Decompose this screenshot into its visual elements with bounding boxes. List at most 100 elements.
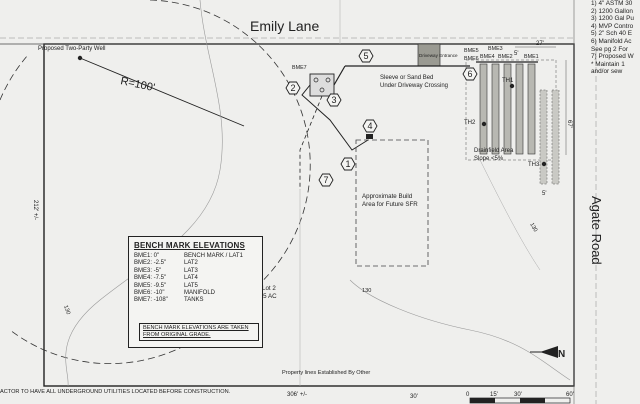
tank-riser	[325, 77, 331, 83]
sleeve-label-1: Sleeve or Sand Bed	[380, 75, 433, 81]
callout-2: 2	[290, 83, 295, 93]
build-area	[355, 139, 429, 267]
contour-line-3	[479, 159, 541, 271]
septic-tank	[309, 73, 335, 97]
bm7-label: BME7	[292, 65, 307, 71]
road-label-emily-lane: Emily Lane	[250, 18, 320, 34]
contour-label-130b: 130	[362, 288, 371, 294]
bench-mark-id: BME7: -108"	[134, 297, 168, 304]
callout-6: 6	[467, 69, 472, 79]
dim-27: 27'	[536, 41, 544, 47]
bench-mark-note: BENCH MARK ELEVATIONS ARE TAKEN FROM ORI…	[139, 323, 259, 341]
callout-7: 7	[323, 175, 328, 185]
bme5-label: BME5	[464, 48, 479, 54]
dim-5-bottom: 5'	[542, 191, 546, 197]
callout-4: 4	[367, 121, 372, 131]
bench-mark-row: BME6: -10" MANIFOLD	[134, 290, 257, 297]
scale-bar: 0 15' 30' 60'	[466, 392, 574, 404]
scale-0: 0	[466, 392, 470, 398]
construction-notes: 1) 4" ASTM 30 2) 1200 Gallon 3) 1200 Gal…	[591, 0, 640, 76]
sewer-line	[301, 84, 369, 151]
note-line: and/or sew	[591, 68, 623, 76]
radius-line	[79, 57, 245, 127]
radius-label: R=100'	[119, 75, 156, 94]
build-label-1: Approximate Build	[362, 193, 413, 200]
bme1-label: BME1	[524, 54, 539, 60]
dim-30-bottom: 30'	[410, 394, 418, 400]
bench-mark-desc: LAT3	[184, 267, 198, 274]
bench-mark-row: BME1: 0" BENCH MARK / LAT1	[134, 253, 257, 260]
note-line: 1) 4" ASTM 30	[591, 0, 633, 7]
road-label-agate-road: Agate Road	[589, 196, 604, 265]
bench-mark-desc: LAT5	[184, 282, 198, 289]
contour-label-130a: 130	[62, 305, 71, 316]
th1-label: TH1	[502, 78, 514, 84]
well-label: Proposed Two-Party Well	[38, 46, 105, 52]
drainfield-label-2: Slope <5%	[474, 156, 504, 162]
proposed-water-line	[299, 95, 323, 190]
th3-label: TH3	[528, 162, 540, 168]
note-line: 7) Proposed W	[591, 53, 634, 61]
bench-mark-row: BME7: -108" TANKS	[134, 297, 257, 304]
footer-note: ACTOR TO HAVE ALL UNDERGROUND UTILITIES …	[0, 389, 231, 395]
bench-mark-desc: MANIFOLD	[184, 290, 216, 297]
test-hole-th1	[509, 83, 515, 89]
driveway-label: Driveway Entrance	[419, 53, 458, 58]
callout-3: 3	[331, 95, 336, 105]
scale-15: 15'	[490, 392, 498, 398]
note-line: 4) MVP Contro	[591, 22, 634, 30]
lot-label: Lot 2	[262, 285, 276, 292]
test-hole-th2	[481, 121, 487, 127]
note-line: 6) Manifold Ac	[591, 37, 632, 45]
dim-306: 306' +/-	[287, 392, 307, 398]
tank-riser	[319, 87, 325, 93]
contour-line-1	[65, 0, 223, 387]
scale-60: 60'	[566, 392, 574, 398]
callout-1: 1	[345, 159, 350, 169]
bench-mark-row: BME4: -7.5"LAT4	[134, 275, 257, 282]
north-arrow: N	[530, 346, 565, 360]
drainfield-laterals	[479, 63, 560, 185]
bench-mark-id: BME2: -2.5"	[134, 260, 167, 267]
control-panel	[366, 134, 373, 139]
note-line: * Maintain 1	[591, 60, 625, 68]
drainfield-label-1: Drainfield Area	[474, 148, 514, 154]
pressure-line	[333, 65, 346, 86]
dim-212: 212' +/-	[32, 200, 38, 220]
tank-riser	[313, 77, 319, 83]
property-lines-label: Property lines Established By Other	[282, 370, 370, 376]
test-hole-th3	[541, 161, 547, 167]
north-label: N	[558, 349, 565, 360]
note-line: 5) 2" Sch 40 E	[591, 30, 632, 38]
bench-mark-title: BENCH MARK ELEVATIONS	[134, 241, 246, 250]
bench-mark-desc: LAT2	[184, 260, 198, 267]
bench-mark-desc: TANKS	[184, 297, 204, 304]
callout-5: 5	[363, 51, 368, 61]
bench-mark-id: BME3: -5"	[134, 267, 162, 274]
callout-markers: 1 2 3 4 5 6 7	[285, 49, 478, 187]
lot-area-label: 1.5 AC	[258, 293, 277, 300]
bench-mark-id: BME5: -9.5"	[134, 282, 167, 289]
bme3-label: BME3	[488, 46, 503, 52]
dim-67: 67'	[566, 120, 572, 128]
bme4-label: BME4	[480, 54, 495, 60]
note-line: 2) 1200 Gallon	[591, 7, 633, 15]
bench-mark-row: BME2: -2.5" LAT2	[134, 260, 257, 267]
bench-mark-row: BME5: -9.5" LAT5	[134, 283, 257, 290]
bme2-label: BME2	[498, 54, 513, 60]
bench-mark-table: BENCH MARK ELEVATIONS BME1: 0" BENCH MARK…	[128, 236, 263, 348]
th2-label: TH2	[464, 120, 476, 126]
contour-label-130c: 130	[528, 222, 538, 233]
bench-mark-id: BME6: -10"	[134, 290, 165, 297]
contour-line-2	[349, 279, 571, 381]
bench-mark-desc: BENCH MARK / LAT1	[184, 253, 243, 259]
bench-mark-row: BME3: -5" LAT3	[134, 268, 257, 275]
build-label-2: Area for Future SFR	[362, 201, 418, 208]
bme6-label: BME6	[464, 56, 479, 62]
sleeve-label-2: Under Driveway Crossing	[380, 83, 448, 89]
scale-30: 30'	[514, 392, 522, 398]
well-setback-circle	[0, 0, 311, 364]
bench-mark-id: BME1: 0"	[134, 253, 160, 259]
bench-mark-id: BME4: -7.5"	[134, 275, 167, 282]
